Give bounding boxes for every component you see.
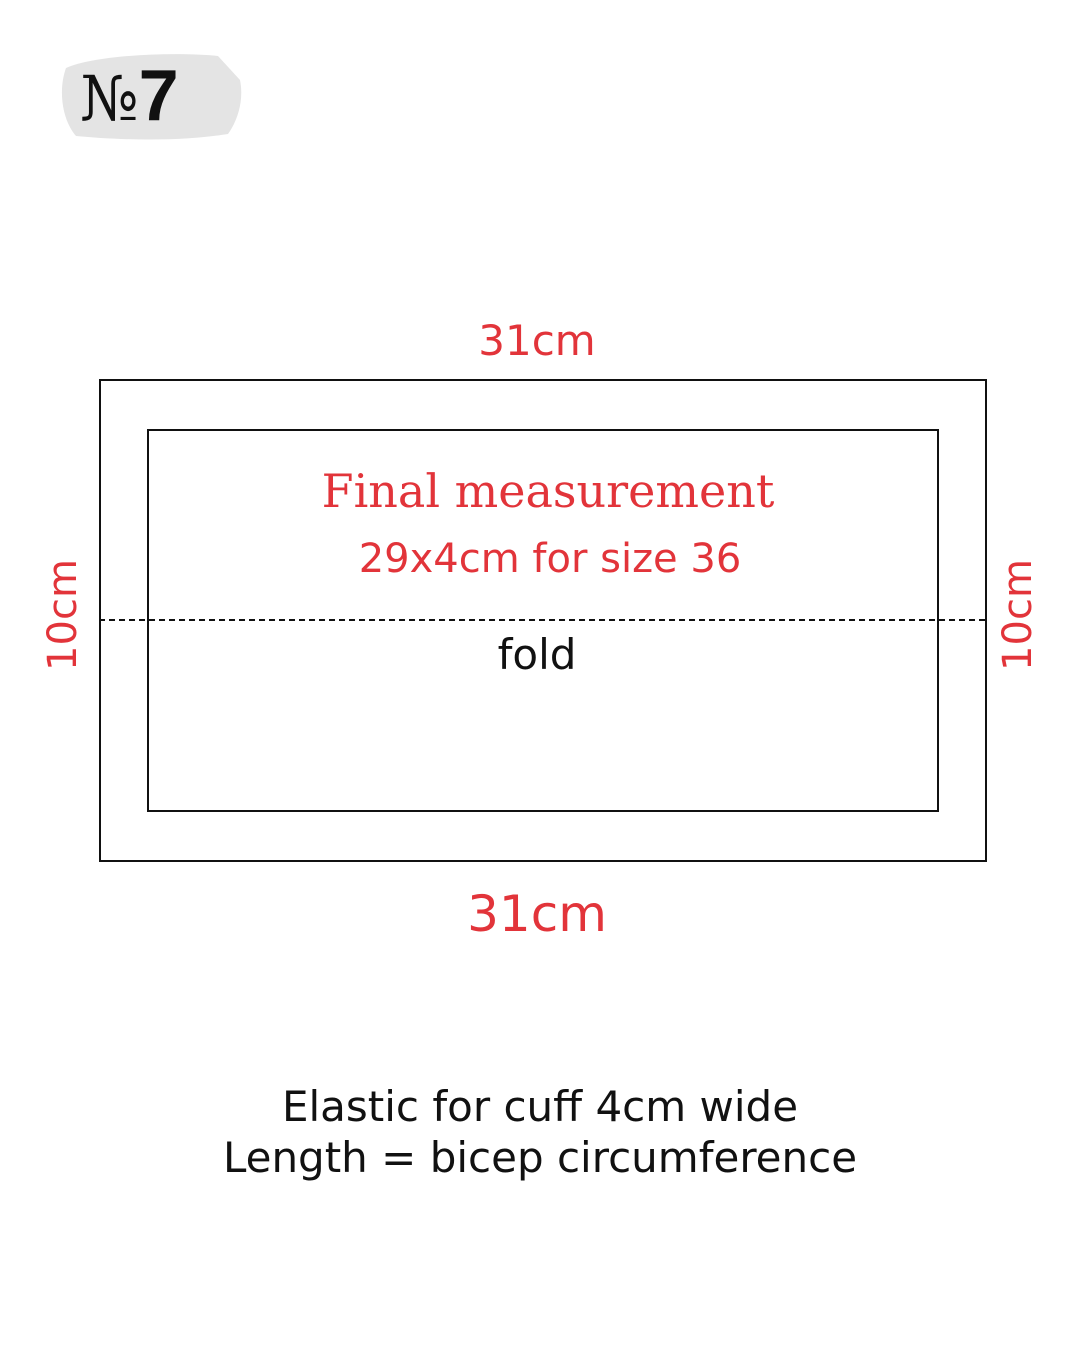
step-number-badge: №7 bbox=[80, 58, 179, 137]
bottom-width-label: 31cm bbox=[467, 885, 607, 943]
top-width-label: 31cm bbox=[478, 316, 596, 365]
note-elastic: Elastic for cuff 4cm wide bbox=[281, 1082, 799, 1131]
fold-line bbox=[99, 619, 985, 621]
right-height-label: 10cm bbox=[995, 559, 1041, 671]
final-measurement-title: Final measurement bbox=[321, 464, 775, 518]
fold-label: fold bbox=[497, 630, 577, 679]
number-sign: № bbox=[80, 62, 139, 135]
left-height-label: 10cm bbox=[40, 559, 86, 671]
note-length: Length = bicep circumference bbox=[222, 1133, 858, 1182]
step-number: 7 bbox=[138, 56, 179, 136]
brush-stroke-background bbox=[61, 54, 242, 140]
final-measurement-size: 29x4cm for size 36 bbox=[358, 536, 742, 582]
